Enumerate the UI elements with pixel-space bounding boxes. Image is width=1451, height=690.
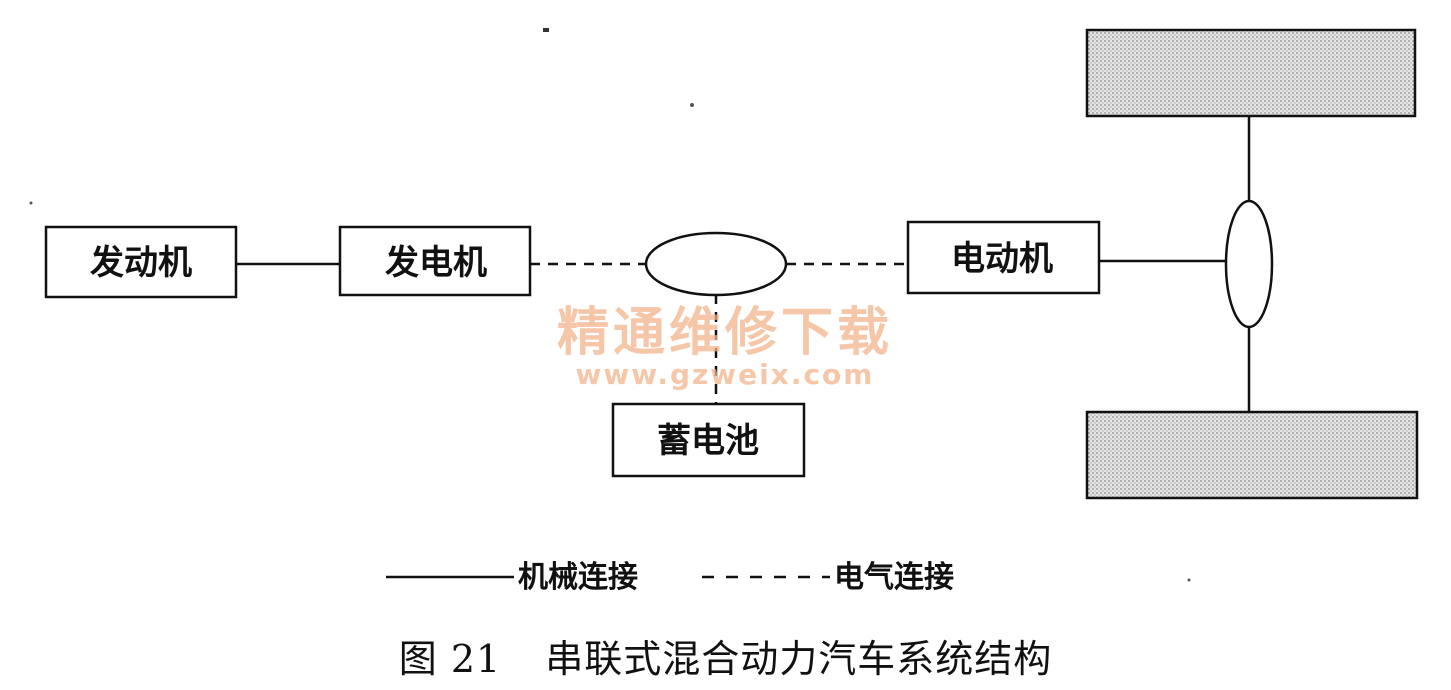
legend-mechanical-label: 机械连接	[518, 560, 638, 595]
motor-box: 电动机	[906, 220, 1101, 295]
scan-speck	[1187, 578, 1191, 582]
differential-ellipse	[1224, 199, 1274, 329]
figure-title: 串联式混合动力汽车系统结构	[545, 637, 1053, 681]
scan-speck	[690, 103, 694, 107]
battery-label: 蓄电池	[657, 421, 759, 461]
watermark-url: www.gzweix.com	[576, 358, 875, 391]
figure-caption: 图 21 串联式混合动力汽车系统结构	[0, 628, 1451, 683]
power-converter-ellipse	[644, 231, 788, 297]
engine-label: 发动机	[90, 243, 192, 283]
wheel-lower	[1085, 410, 1419, 500]
legend: 机械连接 电气连接	[386, 560, 954, 595]
watermark-text: 精通维修下载	[557, 303, 893, 363]
scan-speck	[29, 201, 33, 205]
motor-label: 电动机	[951, 239, 1053, 279]
legend-electrical-label: 电气连接	[834, 560, 954, 595]
figure-number: 图 21	[398, 637, 502, 681]
engine-box: 发动机	[44, 225, 238, 299]
battery-box: 蓄电池	[611, 402, 806, 478]
generator-box: 发电机	[338, 225, 532, 297]
wheel-upper	[1085, 28, 1417, 118]
scan-speck	[543, 28, 549, 32]
generator-label: 发电机	[385, 243, 487, 283]
